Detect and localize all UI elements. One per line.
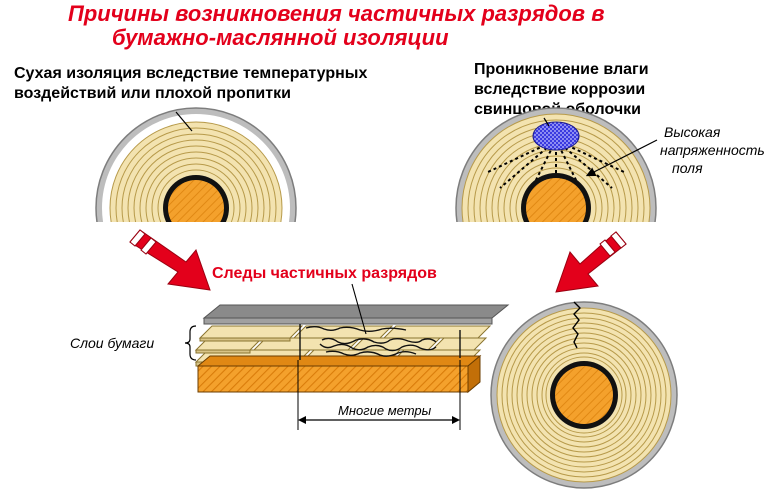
paper-layers-brace	[184, 325, 197, 361]
bottom-cable	[490, 301, 678, 489]
dry-insulation-caption-line1: Сухая изоляция вследствие температурных	[14, 65, 368, 82]
paper-layers-block	[194, 283, 510, 394]
paper-layers-label: Слои бумаги	[70, 335, 155, 351]
moisture-caption-line1: Проникновение влаги	[474, 61, 649, 78]
right-cable	[455, 107, 657, 222]
right-red-arrow	[555, 231, 627, 293]
left-cable	[95, 107, 297, 222]
diagram-title-line2: бумажно-маслянной изоляции	[112, 25, 449, 50]
dry-insulation-caption-line2: воздействий или плохой пропитки	[14, 85, 291, 102]
high-field-label-line1: Высокая	[664, 124, 721, 140]
moisture-spot	[532, 121, 580, 151]
moisture-caption-line2: вследствие коррозии	[474, 81, 646, 98]
breakdown-track	[572, 301, 581, 349]
pd-traces	[299, 324, 461, 360]
high-field-label-line2: напряженность	[660, 142, 765, 158]
diagram-title-line1: Причины возникновения частичных разрядов…	[68, 1, 605, 26]
pd-traces-label: Следы частичных разрядов	[212, 265, 437, 282]
field-pointer-arrow	[585, 139, 658, 177]
gap-pointer-line	[175, 111, 193, 132]
left-red-arrow	[129, 229, 211, 291]
length-dimension	[297, 360, 461, 430]
length-label: Многие метры	[338, 403, 432, 418]
high-field-label-line3: поля	[672, 160, 703, 176]
